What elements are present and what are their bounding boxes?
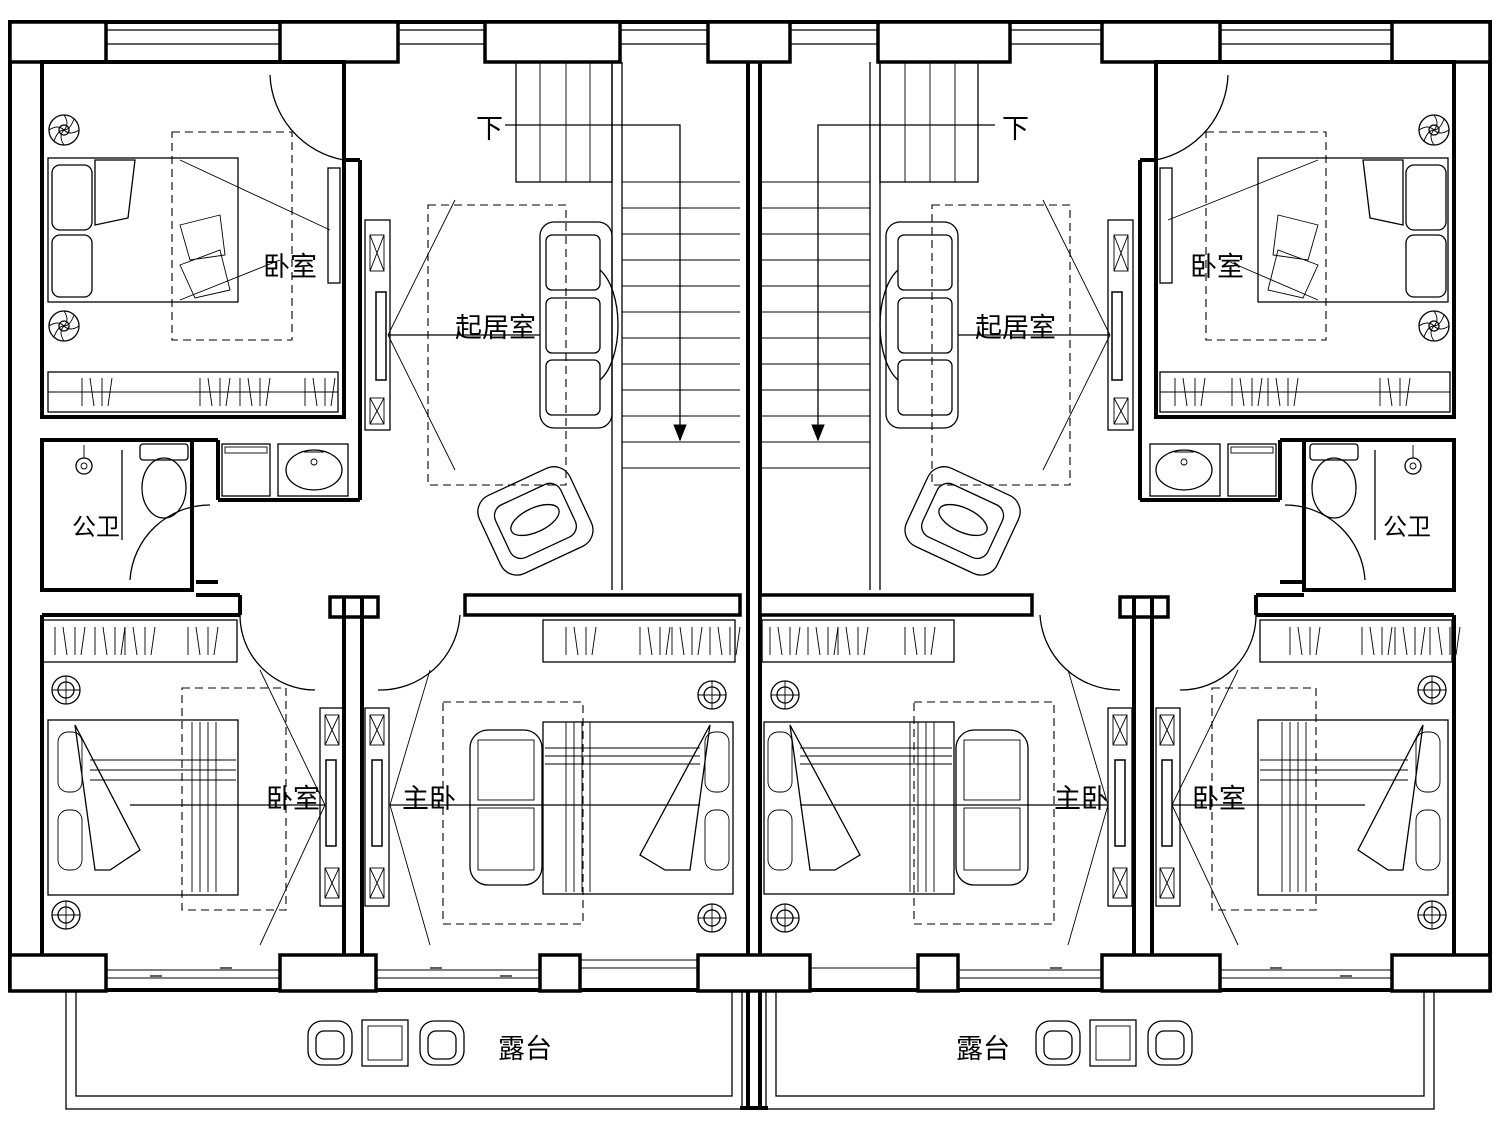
left-unit bbox=[40, 60, 742, 1067]
terrace-railing bbox=[65, 990, 1435, 1110]
right-bedroom-top-label: 卧室 bbox=[1190, 252, 1244, 283]
left-bedroom-bottom-label: 卧室 bbox=[266, 784, 320, 815]
left-stair-down-label: 下 bbox=[476, 114, 503, 145]
right-master-label: 主卧 bbox=[1054, 784, 1108, 815]
left-bath-label: 公卫 bbox=[72, 513, 120, 541]
left-stair-treads bbox=[622, 181, 740, 469]
left-living-label: 起居室 bbox=[455, 313, 536, 344]
room-labels: 卧室 起居室 下 公卫 卧室 主卧 露台 卧室 起居室 下 公卫 卧室 主卧 露… bbox=[72, 114, 1431, 1065]
right-living-label: 起居室 bbox=[975, 313, 1056, 344]
right-stair-treads bbox=[762, 181, 870, 469]
right-unit bbox=[758, 60, 1461, 1067]
left-terrace-label: 露台 bbox=[498, 1034, 552, 1065]
right-bedroom-bottom-label: 卧室 bbox=[1192, 784, 1246, 815]
right-terrace-label: 露台 bbox=[956, 1034, 1010, 1065]
left-master-label: 主卧 bbox=[402, 784, 456, 815]
right-bath-label: 公卫 bbox=[1383, 513, 1431, 541]
left-bedroom-top-label: 卧室 bbox=[263, 252, 317, 283]
outer-walls bbox=[8, 20, 1492, 1110]
right-stair-down-label: 下 bbox=[1002, 114, 1029, 145]
